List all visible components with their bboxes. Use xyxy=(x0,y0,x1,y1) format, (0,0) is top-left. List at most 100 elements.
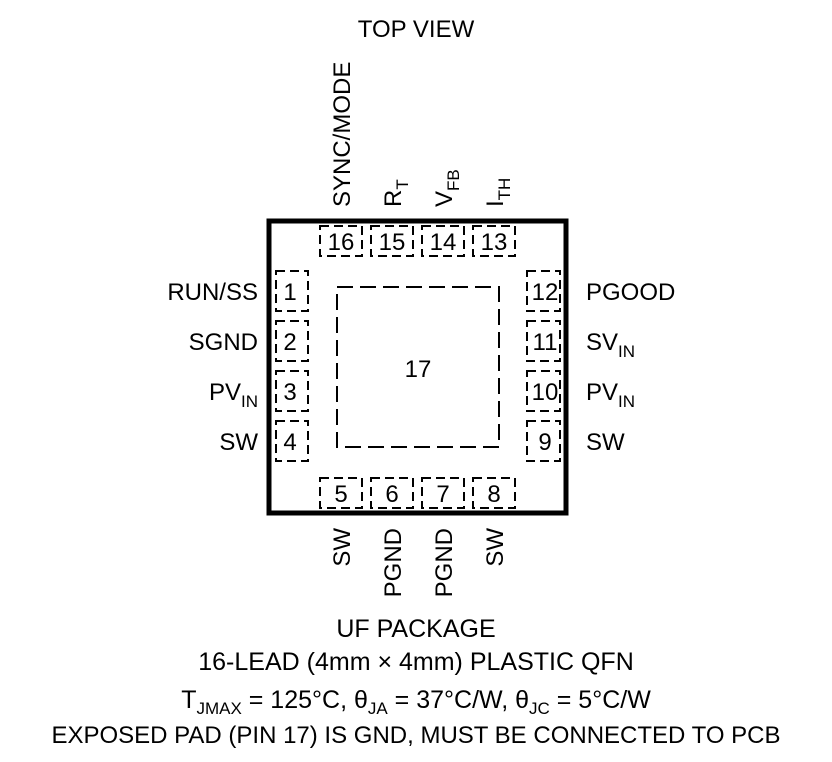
pin-2: 2 SGND xyxy=(189,320,309,362)
pin-8-name-main: SW xyxy=(482,528,509,567)
package-thermal: TJMAX = 125°C, θJA = 37°C/W, θJC = 5°C/W xyxy=(181,686,651,718)
pin-1-name: RUN/SS xyxy=(167,279,258,306)
pin-13-number: 13 xyxy=(481,229,508,256)
package-name: UF PACKAGE xyxy=(336,615,495,643)
pin-10: 10 PVIN xyxy=(526,370,635,412)
thermal-ja-symbol: θ xyxy=(354,686,368,714)
pin-12-name: PGOOD xyxy=(586,279,675,306)
pin-9-name: SW xyxy=(586,429,625,456)
pin-5-pad xyxy=(319,477,363,509)
pin-4-name: SW xyxy=(219,429,258,456)
pin-3: 3 PVIN xyxy=(209,370,309,412)
thermal-jc-symbol: θ xyxy=(515,686,529,714)
pin-12-pad xyxy=(526,270,561,312)
pin-14-name-main: V xyxy=(431,191,458,207)
pin-9-name-main: SW xyxy=(586,429,625,456)
package-body xyxy=(266,218,569,516)
pin-11-pad xyxy=(526,320,561,362)
pin-6-number: 6 xyxy=(385,481,398,508)
package-note: EXPOSED PAD (PIN 17) IS GND, MUST BE CON… xyxy=(51,722,780,749)
pin-9: 9 SW xyxy=(526,420,625,462)
pin-1-pad xyxy=(275,270,309,312)
pin-15-pad xyxy=(370,225,414,257)
pin-1: 1 RUN/SS xyxy=(167,270,309,312)
pin-4-number: 4 xyxy=(283,429,296,456)
pin-12: 12 PGOOD xyxy=(526,270,675,312)
pin-14-pad xyxy=(421,225,465,257)
pin-10-name-main: PV xyxy=(586,379,618,406)
pin-14-number: 14 xyxy=(430,229,457,256)
pin-12-name-main: PGOOD xyxy=(586,279,675,306)
pin-13-name-main: I xyxy=(482,200,509,207)
pin-7-name-main: PGND xyxy=(431,528,458,597)
pin-2-pad xyxy=(275,320,309,362)
thermal-jc-subscript: JC xyxy=(529,699,550,718)
pin-16-name: SYNC/MODE xyxy=(329,62,356,207)
thermal-ja-value: = 37°C/W, xyxy=(388,686,515,714)
pin-13-name: ITH xyxy=(482,178,514,207)
pin-4-pad xyxy=(275,420,309,462)
thermal-jc-value: = 5°C/W xyxy=(550,686,651,714)
thermal-t-value: = 125°C, xyxy=(242,686,354,714)
pin-6-name-main: PGND xyxy=(380,528,407,597)
pin-14: 14 VFB xyxy=(421,169,465,257)
pin-13-name-subscript: TH xyxy=(495,178,514,201)
pin-11-name: SVIN xyxy=(586,329,635,361)
pin-15-name: RT xyxy=(380,179,412,207)
pin-3-name-main: PV xyxy=(209,379,241,406)
pin-9-number: 9 xyxy=(538,429,551,456)
pin-4-name-main: SW xyxy=(219,429,258,456)
pin-11: 11 SVIN xyxy=(526,320,635,362)
pin-7-pad xyxy=(421,477,465,509)
pin-3-number: 3 xyxy=(283,379,296,406)
pin-3-pad xyxy=(275,370,309,412)
pin-1-name-main: RUN/SS xyxy=(167,279,258,306)
pin-7-name: PGND xyxy=(431,528,458,597)
pin-7-number: 7 xyxy=(436,481,449,508)
pin-14-name-subscript: FB xyxy=(444,169,463,191)
pin-10-pad xyxy=(526,370,561,412)
thermal-ja-subscript: JA xyxy=(368,699,389,718)
pin-16: 16 SYNC/MODE xyxy=(319,62,363,257)
pin-2-name: SGND xyxy=(189,329,258,356)
thermal-t-symbol: T xyxy=(181,686,196,714)
thermal-t-subscript: JMAX xyxy=(196,699,241,718)
pin-1-number: 1 xyxy=(283,279,296,306)
pin-8-pad xyxy=(472,477,516,509)
pin-2-name-main: SGND xyxy=(189,329,258,356)
pin-16-pad xyxy=(319,225,363,257)
pin-15: 15 RT xyxy=(370,179,414,257)
pin-3-name: PVIN xyxy=(209,379,258,411)
pin-8: 8SW xyxy=(472,477,516,567)
exposed-pad-number: 17 xyxy=(405,356,432,383)
pin-5: 5SW xyxy=(319,477,363,567)
pin-11-name-subscript: IN xyxy=(618,342,635,361)
pin-15-name-subscript: T xyxy=(393,179,412,189)
pin-9-pad xyxy=(526,420,561,462)
pin-16-number: 16 xyxy=(328,229,355,256)
pin-10-number: 10 xyxy=(532,379,559,406)
pin-6-name: PGND xyxy=(380,528,407,597)
diagram-title: TOP VIEW xyxy=(358,16,475,43)
pin-5-number: 5 xyxy=(334,481,347,508)
pin-8-name: SW xyxy=(482,528,509,567)
pin-10-name-subscript: IN xyxy=(618,392,635,411)
pin-11-number: 11 xyxy=(533,329,558,356)
pin-2-number: 2 xyxy=(283,329,296,356)
pin-16-name-main: SYNC/MODE xyxy=(329,62,356,207)
pin-12-number: 12 xyxy=(532,279,559,306)
pin-10-name: PVIN xyxy=(586,379,635,411)
pin-5-name: SW xyxy=(329,528,356,567)
pin-5-name-main: SW xyxy=(329,528,356,567)
pin-6-pad xyxy=(370,477,414,509)
pin-15-number: 15 xyxy=(379,229,406,256)
exposed-pad xyxy=(336,286,500,448)
pin-3-name-subscript: IN xyxy=(241,392,258,411)
pin-11-name-main: SV xyxy=(586,329,618,356)
pin-15-name-main: R xyxy=(380,190,407,207)
pin-13: 13 ITH xyxy=(472,178,516,257)
